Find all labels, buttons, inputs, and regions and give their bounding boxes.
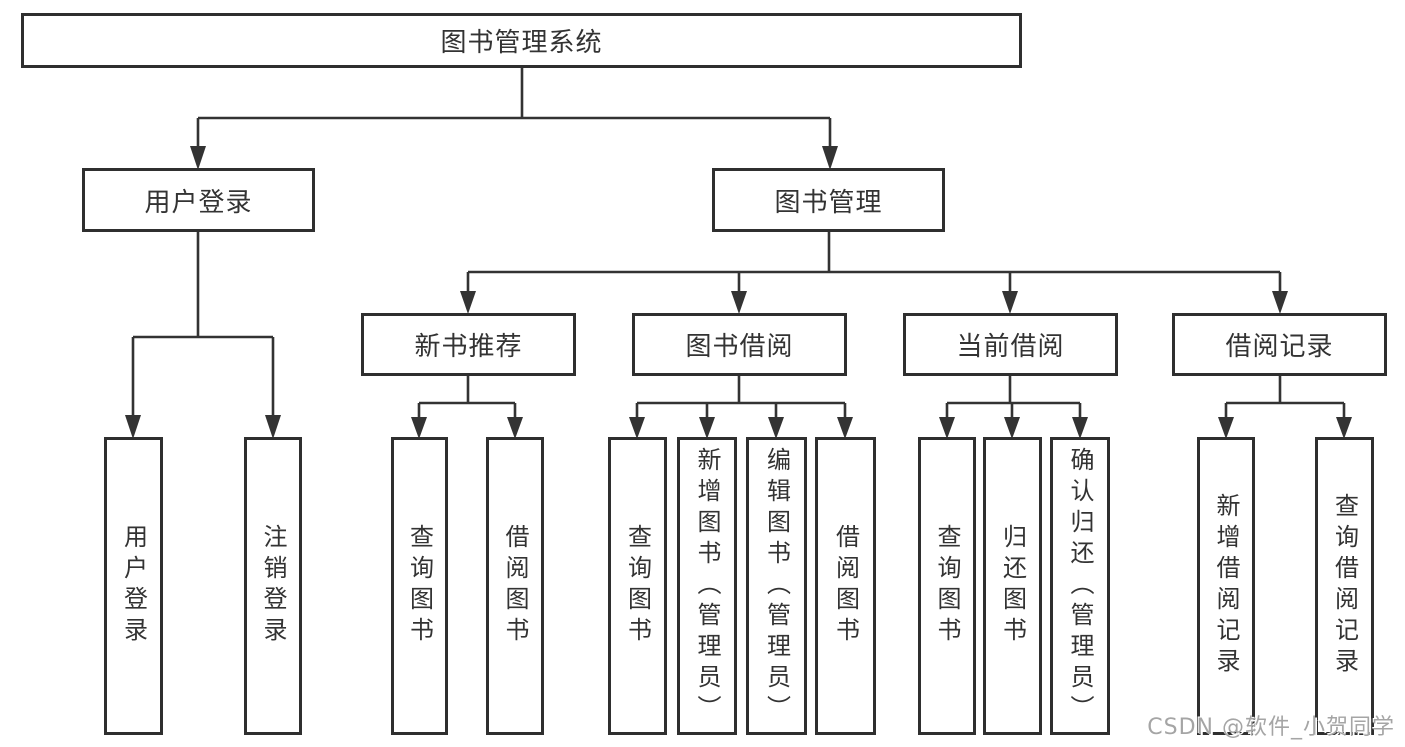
node-user-login: 用户登录 — [82, 168, 315, 232]
node-leaf-query-books-3: 查询图书 — [918, 437, 976, 735]
node-leaf-query-books-1-label: 查询图书 — [405, 524, 434, 648]
node-leaf-add-borrow-record: 新增借阅记录 — [1197, 437, 1255, 735]
node-borrowing-records: 借阅记录 — [1172, 313, 1387, 376]
node-leaf-confirm-return-admin-label: 确认归还（管理员） — [1066, 446, 1094, 726]
node-leaf-edit-books-admin-label: 编辑图书（管理员） — [762, 446, 791, 726]
node-leaf-query-borrow-record-label: 查询借阅记录 — [1330, 493, 1359, 679]
node-leaf-borrow-books-2-label: 借阅图书 — [831, 524, 860, 648]
node-leaf-return-books-label: 归还图书 — [998, 524, 1027, 648]
node-leaf-confirm-return-admin: 确认归还（管理员） — [1050, 437, 1110, 735]
node-book-management-label: 图书管理 — [774, 187, 883, 218]
node-leaf-add-books-admin: 新增图书（管理员） — [677, 437, 737, 735]
csdn-watermark: CSDN @软件_小贺同学 — [1147, 715, 1395, 740]
node-leaf-add-borrow-record-label: 新增借阅记录 — [1212, 493, 1240, 679]
node-book-borrowing-label: 图书借阅 — [685, 332, 794, 362]
node-leaf-user-login-label: 用户登录 — [119, 524, 148, 648]
node-leaf-query-books-1: 查询图书 — [391, 437, 448, 735]
node-user-login-label: 用户登录 — [144, 187, 253, 218]
node-book-management: 图书管理 — [712, 168, 945, 232]
node-book-borrowing: 图书借阅 — [632, 313, 847, 376]
node-new-book-recommend-label: 新书推荐 — [414, 332, 523, 362]
node-leaf-query-books-2: 查询图书 — [608, 437, 667, 735]
node-current-borrowing: 当前借阅 — [903, 313, 1118, 376]
node-leaf-logout: 注销登录 — [244, 437, 302, 735]
node-new-book-recommend: 新书推荐 — [361, 313, 576, 376]
node-leaf-borrow-books-1-label: 借阅图书 — [501, 524, 529, 648]
node-leaf-user-login: 用户登录 — [104, 437, 163, 735]
node-leaf-query-books-2-label: 查询图书 — [623, 524, 652, 648]
node-leaf-query-borrow-record: 查询借阅记录 — [1315, 437, 1374, 735]
node-leaf-query-books-3-label: 查询图书 — [933, 524, 961, 648]
node-current-borrowing-label: 当前借阅 — [956, 332, 1065, 362]
node-leaf-edit-books-admin: 编辑图书（管理员） — [746, 437, 807, 735]
node-leaf-borrow-books-2: 借阅图书 — [815, 437, 876, 735]
node-root-label: 图书管理系统 — [440, 28, 603, 58]
node-leaf-return-books: 归还图书 — [983, 437, 1042, 735]
node-leaf-logout-label: 注销登录 — [259, 524, 287, 648]
node-root-system: 图书管理系统 — [21, 13, 1022, 68]
node-borrowing-records-label: 借阅记录 — [1225, 332, 1334, 362]
node-leaf-borrow-books-1: 借阅图书 — [486, 437, 544, 735]
node-leaf-add-books-admin-label: 新增图书（管理员） — [693, 446, 721, 726]
